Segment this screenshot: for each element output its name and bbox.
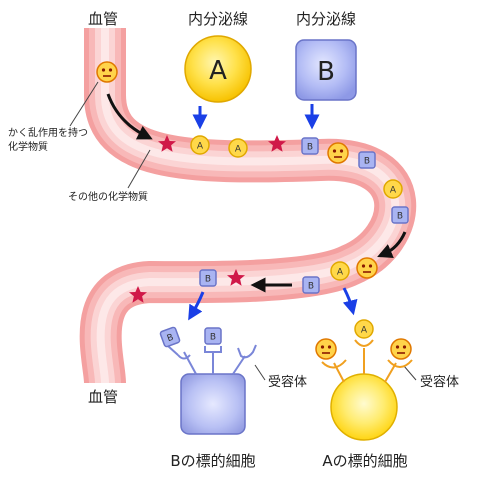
target-b-label: Bの標的細胞 [170, 452, 255, 470]
svg-text:B: B [308, 282, 314, 292]
gland-b-letter: B [317, 57, 335, 87]
hormone-b-icon: B [199, 269, 217, 287]
svg-text:A: A [390, 186, 397, 196]
hormone-a-icon: A [383, 179, 403, 199]
blood-vessel [79, 28, 417, 385]
target-cell-b: B B [159, 326, 257, 435]
hormone-b-icon: B [358, 151, 376, 169]
release-arrow-a [342, 287, 358, 316]
other-chemical-pointer-line [127, 149, 151, 189]
svg-text:B: B [166, 333, 175, 345]
hormone-b-icon: B [302, 276, 320, 294]
svg-text:B: B [364, 157, 370, 167]
hormone-a-icon: A [228, 138, 248, 158]
flow-arrow-2 [377, 231, 407, 258]
receptor-a [321, 339, 413, 383]
hormone-a-icon: A [354, 319, 374, 339]
svg-text:A: A [197, 142, 204, 152]
target-a-label: Aの標的細胞 [322, 452, 407, 470]
svg-text:B: B [210, 333, 216, 343]
receptor-a-label: 受容体 [420, 374, 459, 390]
svg-text:A: A [235, 145, 242, 155]
gland-b-title: 内分泌線 [296, 10, 356, 28]
hormone-b-icon: B [391, 206, 409, 224]
svg-text:B: B [397, 212, 403, 222]
gland-a-title: 内分泌線 [188, 10, 248, 28]
gland-b: B [295, 39, 357, 101]
receptor-b-label: 受容体 [268, 374, 307, 390]
hormone-b-icon: B [159, 326, 181, 348]
disruptor-pointer-line [69, 81, 99, 127]
hormone-a-icon: A [190, 135, 210, 155]
target-cell-a: A [315, 319, 413, 441]
hormone-b-icon: B [301, 137, 319, 155]
receptor-b [167, 344, 257, 375]
gland-a: A [184, 35, 252, 103]
disruptor-face-icon [315, 338, 337, 360]
disruptor-face-icon [356, 257, 378, 279]
svg-text:A: A [337, 268, 344, 278]
flow-arrow-1 [106, 93, 153, 140]
disruptor-face-icon [96, 61, 118, 83]
blood-vessel-label-bottom: 血管 [88, 388, 118, 406]
svg-text:B: B [307, 143, 313, 153]
hormone-b-icon: B [204, 327, 222, 345]
svg-text:B: B [205, 275, 211, 285]
svg-text:A: A [361, 326, 368, 336]
other-chemicals-label: その他の化学物質 [68, 190, 148, 203]
disruptor-face-icon [390, 338, 412, 360]
receptor-a-pointer-line [403, 365, 417, 381]
release-arrow-b [188, 291, 205, 321]
disruptor-label-line2: 化学物質 [8, 140, 48, 153]
disruptor-label-line1: かく乱作用を持つ [8, 126, 88, 139]
hormone-a-icon: A [330, 261, 350, 281]
blood-vessel-label-top: 血管 [88, 10, 118, 28]
gland-a-letter: A [209, 56, 227, 86]
receptor-b-pointer-line [254, 364, 266, 381]
disruptor-face-icon [327, 142, 349, 164]
